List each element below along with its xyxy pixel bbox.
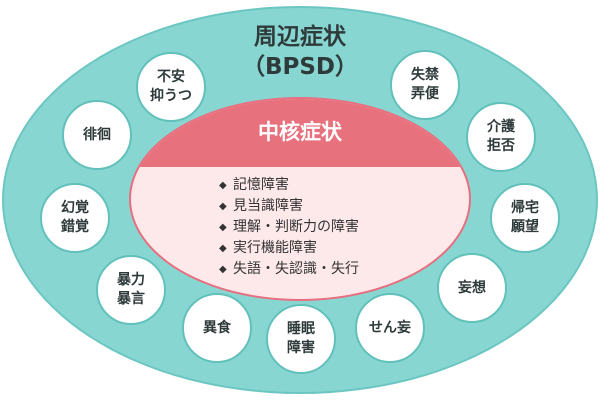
symptom-hallucination: 幻覚 錯覚 bbox=[40, 183, 110, 253]
bpsd-title-line2: （BPSD） bbox=[241, 54, 359, 80]
bpsd-title-line1: 周辺症状 bbox=[254, 24, 346, 50]
bpsd-title: 周辺症状 （BPSD） bbox=[150, 22, 450, 82]
symptom-anxiety-depression: 不安 抑うつ bbox=[136, 52, 206, 122]
core-item-text: 理解・判断力の障害 bbox=[233, 219, 359, 235]
diamond-bullet-icon: ◆ bbox=[219, 222, 227, 233]
symptom-delusion: 妄想 bbox=[437, 253, 507, 323]
symptom-incontinence: 失禁 弄便 bbox=[390, 50, 460, 120]
core-symptoms-title: 中核症状 bbox=[258, 120, 342, 144]
symptom-wandering: 徘徊 bbox=[62, 100, 132, 170]
core-item: ◆ 記憶障害 bbox=[219, 175, 359, 196]
diamond-bullet-icon: ◆ bbox=[219, 201, 227, 212]
core-item: ◆ 失語・失認識・失行 bbox=[219, 259, 359, 280]
core-item-text: 実行機能障害 bbox=[233, 240, 317, 256]
core-item: ◆ 実行機能障害 bbox=[219, 238, 359, 259]
symptom-delirium: せん妄 bbox=[355, 293, 425, 363]
symptom-pica: 異食 bbox=[182, 293, 252, 363]
core-item-text: 見当識障害 bbox=[233, 198, 303, 214]
symptom-care-refusal: 介護 拒否 bbox=[466, 102, 536, 172]
core-item: ◆ 理解・判断力の障害 bbox=[219, 217, 359, 238]
diamond-bullet-icon: ◆ bbox=[219, 180, 227, 191]
diamond-bullet-icon: ◆ bbox=[219, 243, 227, 254]
core-symptoms-ellipse: 中核症状 ◆ 記憶障害 ◆ 見当識障害 ◆ 理解・判断力の障害 ◆ 実行機能障害 ◆ 失語… bbox=[129, 97, 471, 301]
core-item-text: 失語・失認識・失行 bbox=[233, 261, 359, 277]
symptom-homing-desire: 帰宅 願望 bbox=[490, 183, 560, 253]
core-item-text: 記憶障害 bbox=[233, 177, 289, 193]
diamond-bullet-icon: ◆ bbox=[219, 264, 227, 275]
symptom-sleep-disorder: 睡眠 障害 bbox=[266, 304, 336, 374]
core-symptoms-list: ◆ 記憶障害 ◆ 見当識障害 ◆ 理解・判断力の障害 ◆ 実行機能障害 ◆ 失語・失認識・… bbox=[219, 175, 359, 280]
symptom-violence: 暴力 暴言 bbox=[96, 255, 166, 325]
core-item: ◆ 見当識障害 bbox=[219, 196, 359, 217]
